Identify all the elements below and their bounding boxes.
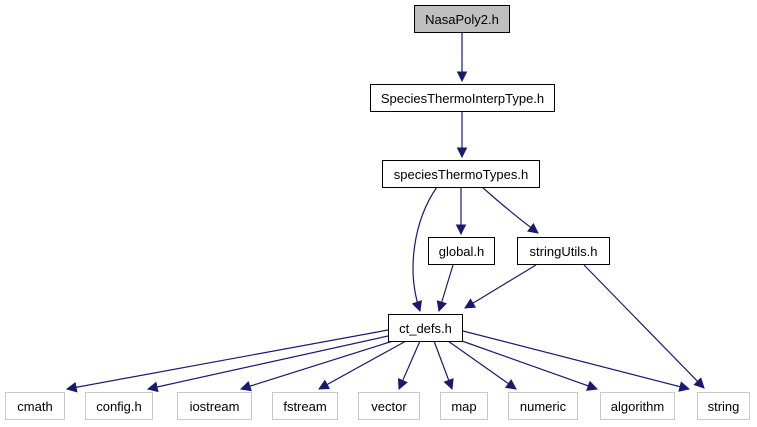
node-numeric: numeric [508,392,578,420]
node-config-h: config.h [85,392,153,420]
edge-ctdefs-to-iostream [239,340,394,392]
edge-global-to-ctdefs [436,264,454,313]
node-string: string [697,392,750,420]
edge-ctdefs-to-cmath [65,329,389,393]
edge-ctdefs-to-algorithm [461,340,599,391]
edge-ctdefs-to-vector [397,340,421,390]
edge-ctdefs-to-fstream [318,340,407,390]
edge-ctdefs-to-map [433,340,454,391]
edge-speciesthermotypes-to-stringutils [481,186,539,234]
node-iostream: iostream [177,392,252,420]
edge-stringutils-to-string [583,264,705,389]
node-vector: vector [358,392,420,420]
edge-speciesthermotypes-to-ctdefs [411,186,438,313]
node-speciesthermointerptype-h[interactable]: SpeciesThermoInterpType.h [370,84,555,112]
edge-ctdefs-to-config [146,335,389,393]
node-algorithm: algorithm [600,392,675,420]
node-fstream: fstream [272,392,338,420]
node-nasapoly2-h: NasaPoly2.h [414,5,510,33]
node-global-h[interactable]: global.h [428,237,495,265]
node-cmath: cmath [5,392,65,420]
node-stringutils-h[interactable]: stringUtils.h [517,237,610,265]
node-ct-defs-h[interactable]: ct_defs.h [388,314,463,342]
node-speciesthermotypes-h[interactable]: speciesThermoTypes.h [382,160,540,188]
edge-ctdefs-to-string [462,330,691,392]
edge-stringutils-to-ctdefs [464,264,537,309]
node-map: map [440,392,488,420]
edge-ctdefs-to-numeric [447,340,517,390]
